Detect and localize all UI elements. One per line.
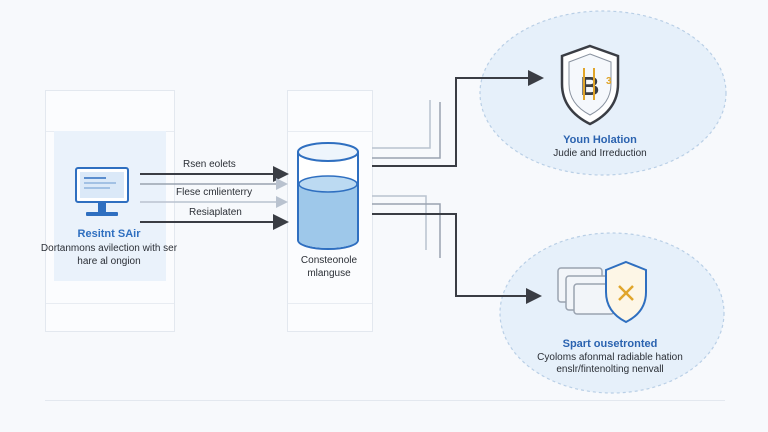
connector-to-bottom bbox=[372, 195, 542, 304]
bitcoin-shield-icon: B 3 bbox=[560, 44, 620, 126]
flow-label-1: Rsen eolets bbox=[183, 159, 236, 170]
source-panel bbox=[45, 90, 175, 332]
flow-label-3: Resiaplaten bbox=[189, 207, 242, 218]
bottom-rule bbox=[45, 400, 725, 401]
bottom-output-description: Cyoloms afonmal radiable hation enslr/fi… bbox=[537, 352, 683, 375]
bottom-output-title: Spart ousetronted bbox=[562, 338, 658, 350]
flow-label-2: Flese cmlienterry bbox=[176, 187, 253, 198]
top-output-title: Youn Holation bbox=[563, 134, 637, 146]
source-title: Resitnt SAir bbox=[77, 228, 141, 240]
panel-divider bbox=[46, 303, 174, 304]
database-cylinder-icon bbox=[297, 142, 359, 250]
monitor-icon bbox=[75, 167, 129, 216]
x-shield-icon bbox=[557, 260, 647, 324]
panel-divider bbox=[288, 131, 372, 132]
source-highlight bbox=[54, 131, 166, 281]
panel-divider bbox=[288, 303, 372, 304]
database-label: Consteonole mlanguse bbox=[300, 255, 358, 279]
source-description: Dortanmons avilection with ser hare al o… bbox=[40, 243, 178, 267]
connector-to-top bbox=[372, 70, 544, 167]
top-output-subtitle: Judie and Irreduction bbox=[553, 148, 647, 159]
svg-text:3: 3 bbox=[606, 76, 612, 87]
